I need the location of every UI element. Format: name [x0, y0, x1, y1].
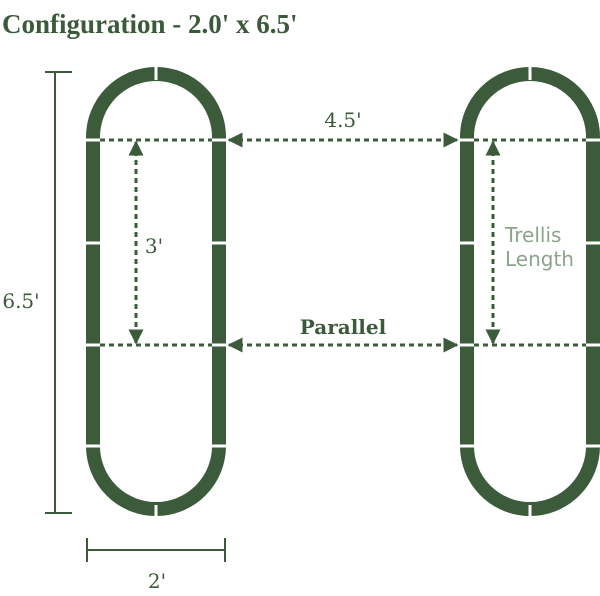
trellis-span-label: 3' [145, 234, 163, 258]
orientation-label: Parallel [300, 315, 387, 339]
width-label: 2' [148, 569, 166, 593]
height-dimension [45, 71, 72, 514]
bed-right [454, 60, 600, 522]
trellis-label-line1: Trellis [504, 223, 561, 247]
height-label: 6.5' [2, 289, 39, 313]
page-title: Configuration - 2.0' x 6.5' [2, 9, 298, 39]
width-dimension [86, 538, 226, 562]
trellis-label-line2: Length [505, 247, 574, 271]
spacing-label: 4.5' [324, 108, 361, 132]
bed-left [80, 60, 232, 522]
